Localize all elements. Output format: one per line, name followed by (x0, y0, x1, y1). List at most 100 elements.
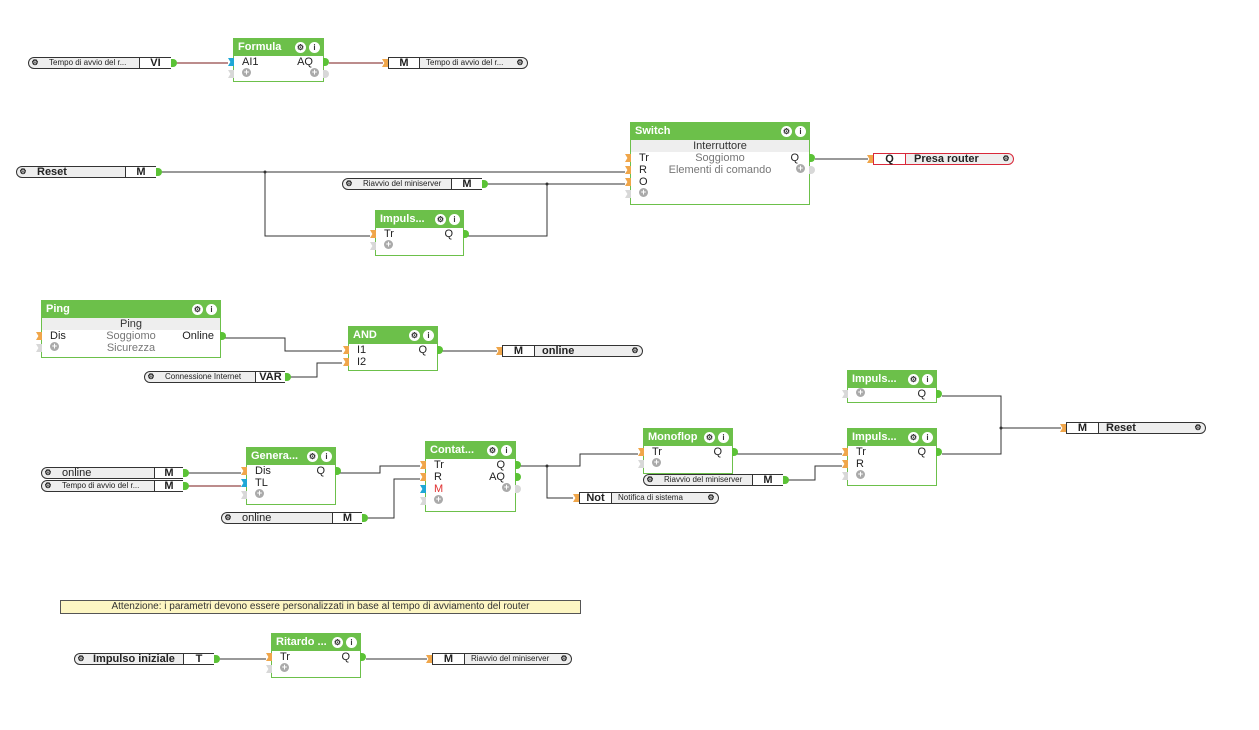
output-pin[interactable] (171, 59, 177, 67)
block-header[interactable]: Impuls... ⚙ i (848, 429, 936, 446)
gear-icon[interactable]: ⚙ (1002, 154, 1010, 163)
gear-icon[interactable]: ⚙ (44, 481, 52, 490)
connector-miniserver-restart-in-2[interactable]: ⚙ Riavvio del miniserver M (643, 474, 789, 486)
gear-icon[interactable]: ⚙ (295, 42, 306, 53)
connector-initial-pulse[interactable]: ⚙ Impulso iniziale T (74, 653, 220, 665)
info-icon[interactable]: i (795, 126, 806, 137)
comment-note[interactable]: Attenzione: i parametri devono essere pe… (60, 600, 581, 614)
output-pin[interactable] (732, 448, 738, 456)
gear-icon[interactable]: ⚙ (908, 374, 919, 385)
gear-icon[interactable]: ⚙ (31, 58, 39, 67)
gear-icon[interactable]: ⚙ (224, 513, 232, 522)
input-pin[interactable] (241, 467, 247, 475)
block-header[interactable]: Genera... ⚙ i (247, 448, 335, 465)
gear-icon[interactable]: ⚙ (781, 126, 792, 137)
input-pin[interactable] (241, 479, 247, 487)
input-pin[interactable] (1060, 424, 1066, 432)
output-pin[interactable] (936, 448, 942, 456)
input-pin[interactable] (625, 154, 631, 162)
gear-icon[interactable]: ⚙ (147, 372, 155, 381)
add-input-icon[interactable]: + (280, 662, 289, 672)
input-pin[interactable] (228, 58, 234, 66)
connector-reset-out[interactable]: M Reset ⚙ (1060, 422, 1206, 434)
input-pin[interactable] (625, 178, 631, 186)
gear-icon[interactable]: ⚙ (560, 654, 568, 663)
block-header[interactable]: Monoflop ⚙ i (644, 429, 732, 446)
info-icon[interactable]: i (206, 304, 217, 315)
add-input-icon[interactable]: + (856, 469, 865, 479)
input-pin[interactable] (343, 358, 349, 366)
block-header[interactable]: Switch ⚙ i (631, 123, 809, 140)
add-input-icon[interactable]: + (434, 494, 443, 504)
input-pin[interactable] (420, 461, 426, 469)
connector-miniserver-restart-out[interactable]: M Riavvio del miniserver ⚙ (426, 653, 572, 665)
output-pin[interactable] (183, 482, 189, 490)
output-pin[interactable] (936, 390, 942, 398)
connector-startup-time-m-out[interactable]: M Tempo di avvio del r... ⚙ (382, 57, 528, 69)
gear-icon[interactable]: ⚙ (704, 432, 715, 443)
connector-startup-time-vi[interactable]: ⚙ Tempo di avvio del r... VI (28, 57, 177, 69)
gear-icon[interactable]: ⚙ (307, 451, 318, 462)
block-impulse-2[interactable]: Impuls... ⚙ i +Q (842, 370, 942, 403)
block-header[interactable]: Ping ⚙ i (42, 301, 220, 318)
input-pin[interactable] (36, 344, 42, 352)
output-pin[interactable] (515, 485, 521, 493)
block-header[interactable]: Impuls... ⚙ i (848, 371, 936, 388)
input-pin[interactable] (842, 460, 848, 468)
input-pin[interactable] (343, 346, 349, 354)
input-pin[interactable] (420, 497, 426, 505)
input-pin[interactable] (420, 473, 426, 481)
info-icon[interactable]: i (922, 432, 933, 443)
add-input-icon[interactable]: + (856, 387, 865, 397)
gear-icon[interactable]: ⚙ (332, 637, 343, 648)
input-pin[interactable] (370, 242, 376, 250)
input-pin[interactable] (867, 155, 873, 163)
connector-system-notification[interactable]: Not Notifica di sistema ⚙ (573, 492, 719, 504)
input-pin[interactable] (420, 485, 426, 493)
info-icon[interactable]: i (321, 451, 332, 462)
info-icon[interactable]: i (922, 374, 933, 385)
add-input-icon[interactable]: + (242, 67, 251, 77)
block-header[interactable]: AND ⚙ i (349, 327, 437, 344)
input-pin[interactable] (241, 491, 247, 499)
output-pin[interactable] (463, 230, 469, 238)
connector-reset-in[interactable]: ⚙ Reset M (16, 166, 162, 178)
add-input-icon[interactable]: + (50, 341, 59, 351)
info-icon[interactable]: i (309, 42, 320, 53)
add-input-icon[interactable]: + (384, 239, 393, 249)
input-pin[interactable] (426, 655, 432, 663)
output-pin[interactable] (183, 469, 189, 477)
gear-icon[interactable]: ⚙ (707, 493, 715, 502)
output-pin[interactable] (437, 346, 443, 354)
gear-icon[interactable]: ⚙ (516, 58, 524, 67)
info-icon[interactable]: i (449, 214, 460, 225)
input-pin[interactable] (842, 448, 848, 456)
gear-icon[interactable]: ⚙ (435, 214, 446, 225)
input-pin[interactable] (36, 332, 42, 340)
connector-startup-time-m-in[interactable]: ⚙ Tempo di avvio del r... M (41, 480, 189, 492)
add-input-icon[interactable]: + (652, 457, 661, 467)
gear-icon[interactable]: ⚙ (487, 445, 498, 456)
add-input-icon[interactable]: + (255, 488, 264, 498)
output-pin[interactable] (783, 476, 789, 484)
gear-icon[interactable]: ⚙ (631, 346, 639, 355)
gear-icon[interactable]: ⚙ (44, 468, 52, 477)
gear-icon[interactable]: ⚙ (192, 304, 203, 315)
gear-icon[interactable]: ⚙ (77, 654, 85, 663)
output-pin[interactable] (482, 180, 488, 188)
info-icon[interactable]: i (423, 330, 434, 341)
input-pin[interactable] (382, 59, 388, 67)
connector-miniserver-restart-in[interactable]: ⚙ Riavvio del miniserver M (342, 178, 488, 190)
output-pin[interactable] (515, 461, 521, 469)
input-pin[interactable] (638, 448, 644, 456)
input-pin[interactable] (496, 347, 502, 355)
output-pin[interactable] (335, 467, 341, 475)
